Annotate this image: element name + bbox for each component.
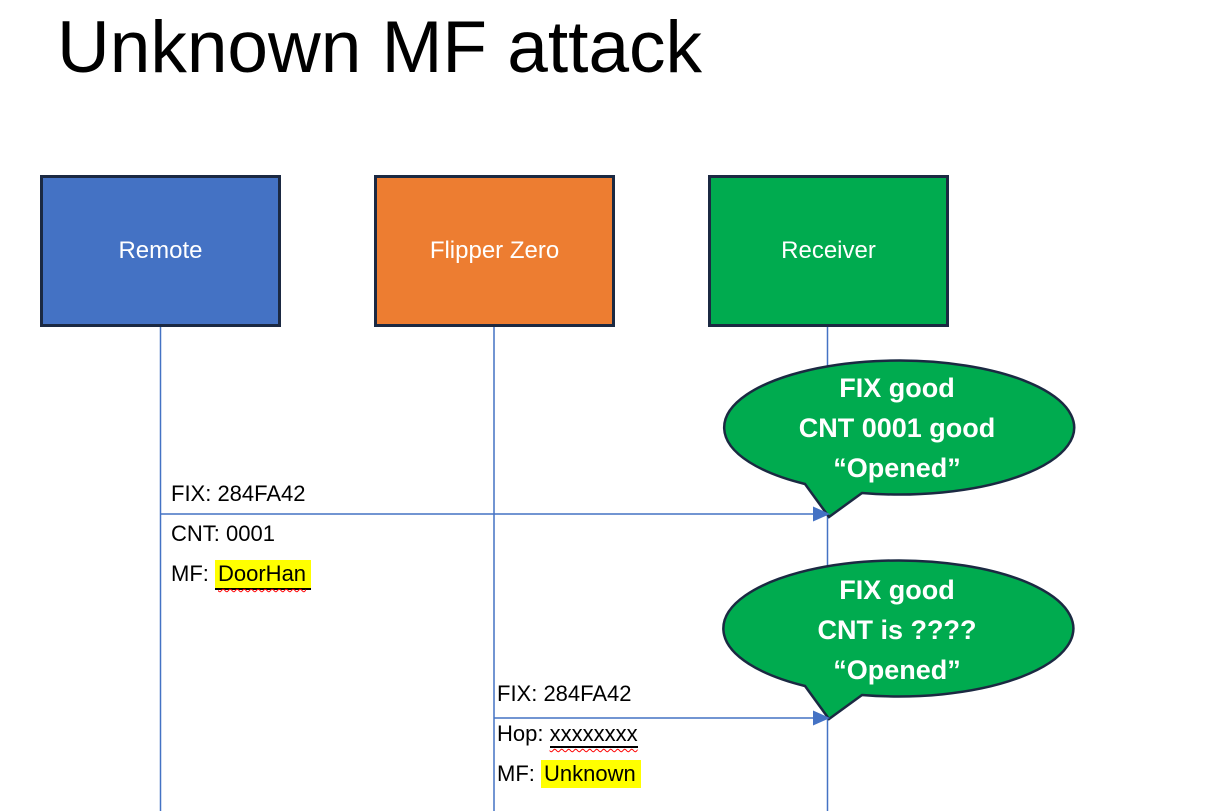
callout-2-line-1: FIX good xyxy=(839,575,955,605)
callout-1-text: FIX good CNT 0001 good “Opened” xyxy=(717,368,1077,488)
callout-1-line-3: “Opened” xyxy=(833,453,961,483)
message-1-mf-value-highlighted: DoorHan xyxy=(215,560,312,590)
message-arrow-2 xyxy=(494,710,830,726)
message-arrow-2-head xyxy=(813,710,830,726)
callout-1-line-1: FIX good xyxy=(839,373,955,403)
actor-box-flipper-zero: Flipper Zero xyxy=(374,175,615,327)
message-arrow-1-head xyxy=(813,506,830,522)
callout-bubble-2 xyxy=(722,559,1075,721)
actor-label-receiver: Receiver xyxy=(781,237,876,264)
message-2-line-hop: Hop: xxxxxxxx xyxy=(497,714,641,754)
message-2-hop-value: xxxxxxxx xyxy=(549,721,638,748)
message-1-line-fix: FIX: 284FA42 xyxy=(171,474,311,514)
callout-2-line-3: “Opened” xyxy=(833,655,961,685)
message-2-line-fix: FIX: 284FA42 xyxy=(497,674,641,714)
message-1-label: FIX: 284FA42 CNT: 0001 MF: DoorHan xyxy=(171,474,312,594)
callout-1-line-2: CNT 0001 good xyxy=(798,413,996,443)
actor-label-remote: Remote xyxy=(118,237,203,264)
message-2-label: FIX: 284FA42 Hop: xxxxxxxx MF: Unknown xyxy=(497,674,641,794)
message-2-mf-value-highlighted: Unknown xyxy=(541,760,641,788)
callout-2-line-2: CNT is ???? xyxy=(817,615,977,645)
callout-2-text: FIX good CNT is ???? “Opened” xyxy=(717,570,1077,690)
message-2-fix-text: FIX: 284FA42 xyxy=(497,681,632,706)
actor-label-flipper-zero: Flipper Zero xyxy=(429,237,560,264)
message-1-mf-prefix: MF: xyxy=(171,561,215,586)
message-2-line-mf: MF: Unknown xyxy=(497,754,641,794)
message-1-line-mf: MF: DoorHan xyxy=(171,554,312,594)
message-2-mf-prefix: MF: xyxy=(497,761,541,786)
actor-box-receiver: Receiver xyxy=(708,175,949,327)
message-2-hop-prefix: Hop: xyxy=(497,721,550,746)
actor-box-remote: Remote xyxy=(40,175,281,327)
slide-title: Unknown MF attack xyxy=(57,7,703,88)
message-1-cnt-text: CNT: 0001 xyxy=(171,521,275,546)
message-1-fix-text: FIX: 284FA42 xyxy=(171,481,306,506)
callout-bubble-1 xyxy=(722,359,1076,519)
message-arrow-1 xyxy=(161,506,830,522)
message-1-line-cnt: CNT: 0001 xyxy=(171,514,311,554)
